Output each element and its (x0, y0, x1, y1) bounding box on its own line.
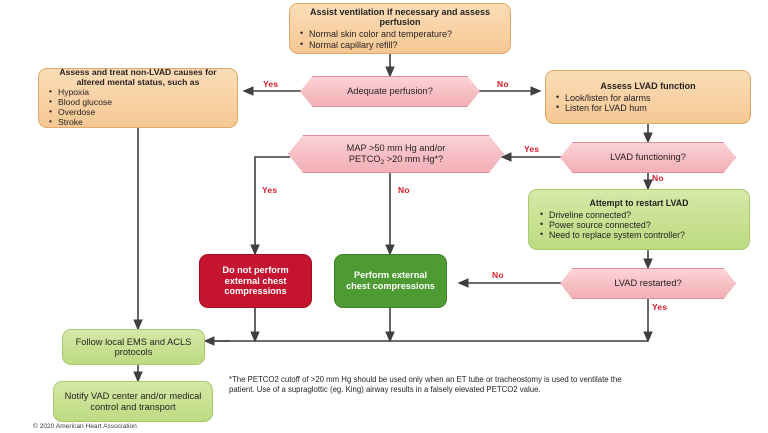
node-perform-compressions-label: Perform external chest compressions (346, 270, 435, 291)
node-notify-vad-center: Notify VAD center and/or medical control… (53, 381, 213, 422)
edge-label-restarted-no: No (492, 270, 504, 280)
decision-map-line2-b: >20 mm Hg*? (384, 153, 444, 164)
decision-adequate-perfusion-label: Adequate perfusion? (347, 86, 433, 97)
node-attempt-restart-lvad-title: Attempt to restart LVAD (589, 197, 689, 208)
footnote: *The PETCO2 cutoff of >20 mm Hg should b… (229, 375, 622, 395)
node-follow-ems-label: Follow local EMS and ACLS protocols (75, 336, 192, 357)
list-item: Look/listen for alarms (554, 92, 742, 103)
edge-label-lvad-functioning-yes: Yes (524, 144, 540, 154)
node-assess-treat-non-lvad-bullets: Hypoxia Blood glucose Overdose Stroke (47, 87, 229, 128)
list-item: Power source connected? (538, 219, 740, 230)
node-assess-lvad-function: Assess LVAD function Look/listen for ala… (545, 70, 751, 124)
node-assist-ventilation-title: Assist ventilation if necessary and asse… (309, 6, 491, 28)
node-do-not-perform-compressions-label: Do not perform external chest compressio… (222, 264, 289, 297)
list-item: Normal skin color and temperature? (298, 28, 502, 39)
edge-label-map-no: No (398, 185, 410, 195)
decision-map-petco2-label: MAP >50 mm Hg and/or PETCO2 >20 mm Hg*? (346, 143, 446, 166)
node-perform-compressions: Perform external chest compressions (334, 254, 447, 308)
node-assess-lvad-function-bullets: Look/listen for alarms Listen for LVAD h… (554, 92, 742, 114)
node-assess-treat-non-lvad: Assess and treat non-LVAD causes for alt… (38, 66, 238, 128)
list-item: Need to replace system controller? (538, 229, 740, 240)
edge-label-perfusion-no: No (497, 79, 509, 89)
node-notify-vad-center-label: Notify VAD center and/or medical control… (64, 391, 202, 412)
list-item: Driveline connected? (538, 209, 740, 220)
node-attempt-restart-lvad: Attempt to restart LVAD Driveline connec… (528, 189, 750, 250)
node-follow-ems: Follow local EMS and ACLS protocols (62, 329, 205, 365)
node-attempt-restart-lvad-bullets: Driveline connected? Power source connec… (538, 209, 740, 241)
node-assist-ventilation: Assist ventilation if necessary and asse… (289, 3, 511, 54)
list-item: Listen for LVAD hum (554, 102, 742, 113)
list-item: Normal capillary refill? (298, 39, 502, 50)
decision-lvad-restarted-label: LVAD restarted? (614, 278, 682, 289)
decision-map-line2-sub: 2 (380, 158, 385, 166)
decision-lvad-restarted: LVAD restarted? (560, 268, 736, 299)
decision-map-line1: MAP >50 mm Hg and/or (346, 143, 446, 154)
node-assess-treat-non-lvad-title: Assess and treat non-LVAD causes for alt… (59, 66, 217, 87)
edge-label-restarted-yes: Yes (652, 302, 668, 312)
decision-map-petco2: MAP >50 mm Hg and/or PETCO2 >20 mm Hg*? (288, 135, 504, 173)
list-item: Hypoxia (47, 87, 229, 98)
decision-map-line2-a: PETCO (348, 153, 381, 164)
edge-label-perfusion-yes: Yes (263, 79, 279, 89)
decision-lvad-functioning-label: LVAD functioning? (610, 152, 686, 163)
decision-lvad-functioning: LVAD functioning? (560, 142, 736, 173)
edge-label-map-yes: Yes (262, 185, 278, 195)
copyright-notice: © 2020 American Heart Association (33, 423, 137, 430)
list-item: Stroke (47, 117, 229, 128)
node-assess-lvad-function-title: Assess LVAD function (600, 80, 696, 91)
list-item: Blood glucose (47, 97, 229, 108)
decision-adequate-perfusion: Adequate perfusion? (300, 76, 480, 107)
edge-label-lvad-functioning-no: No (652, 173, 664, 183)
node-do-not-perform-compressions: Do not perform external chest compressio… (199, 254, 312, 308)
node-assist-ventilation-bullets: Normal skin color and temperature? Norma… (298, 28, 502, 50)
list-item: Overdose (47, 107, 229, 118)
